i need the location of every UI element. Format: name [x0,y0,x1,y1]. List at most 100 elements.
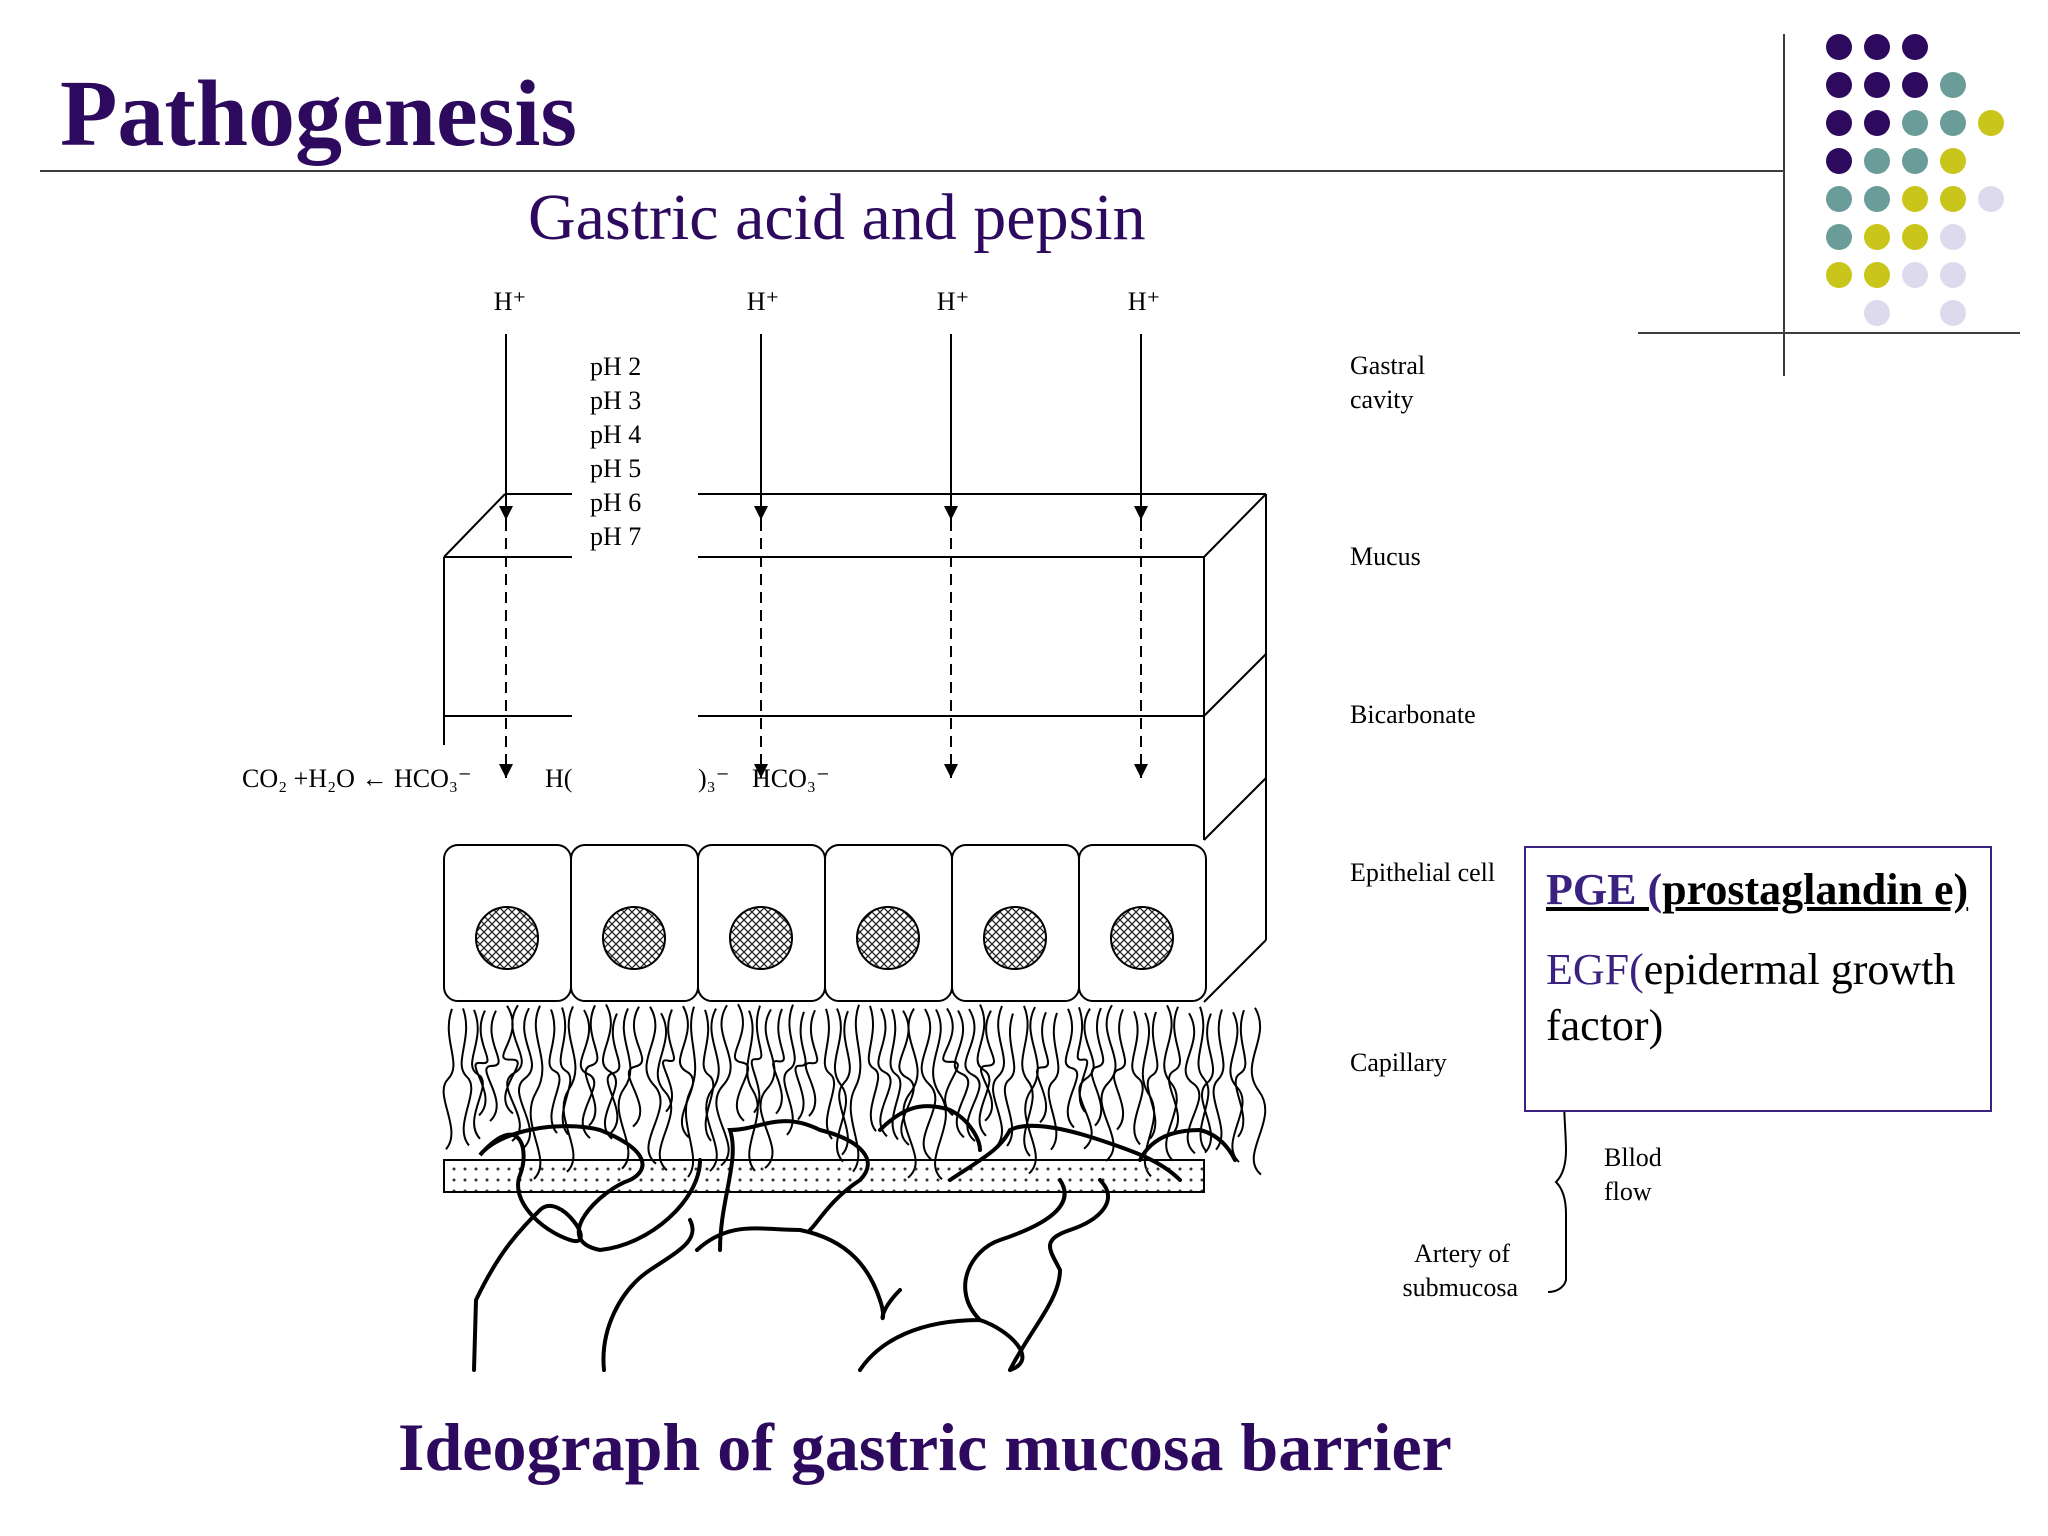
decorative-dot [1902,110,1928,136]
capillary-vessel [1234,1009,1247,1138]
decorative-dot [1902,224,1928,250]
capillary-vessel [902,1008,919,1179]
cell-nucleus [729,906,793,970]
decorative-dot [1940,224,1966,250]
capillary-vessel [750,1005,763,1114]
decorative-dot [1864,110,1890,136]
label-blood: Bllod [1604,1143,1662,1172]
decorative-dot [1902,186,1928,212]
capillary-vessel [849,1004,862,1173]
capillary-vessel [1146,1011,1159,1140]
capillary-vessel [964,1008,981,1142]
page-subtitle: Gastric acid and pepsin [528,181,1146,254]
decorative-dot [1978,186,2004,212]
capillary-vessel [442,1008,455,1150]
decorative-dot [1864,224,1890,250]
decorative-dot [1978,110,2004,136]
ph-level-label: pH 4 [590,420,641,449]
capillary-vessel [734,1003,749,1122]
decorative-dot [1826,34,1852,60]
bicarbonate-fragment: H( [545,764,572,793]
capillary-vessel [601,1003,617,1140]
decorative-dot [1940,186,1966,212]
capillary-vessel [877,1007,892,1138]
blood-flow-brace [1547,1089,1568,1293]
capillary-vessel [474,1010,489,1117]
capillary-vessel [529,1005,544,1180]
ph-level-label: pH 6 [590,488,641,517]
submucosa-band [443,1159,1205,1193]
capillary-vessel [867,1005,880,1132]
capillary-vessel [898,1010,915,1146]
decorative-dot [1902,148,1928,174]
cell-nucleus [983,906,1047,970]
capillary-vessel [679,1005,694,1139]
decorative-dot [1826,110,1852,136]
capillary-vessel [976,1004,991,1137]
capillary-vessel [1078,1008,1095,1150]
capillary-vessel [1200,1013,1214,1154]
decorative-dot [1826,224,1852,250]
capillary-vessel [980,1010,995,1122]
capillary-vessel [1250,1007,1267,1176]
capillary-vessel [772,1008,785,1115]
capillary-vessel [1131,1010,1144,1146]
capillary-vessel [1112,1008,1127,1131]
capillary-vessel [823,1008,836,1140]
decorative-dot [1902,72,1928,98]
decorative-dot [1940,262,1966,288]
capillary-vessel [932,1008,947,1181]
capillary-vessel [485,1010,500,1122]
capillary-vessel [1090,1007,1105,1127]
label-flow: flow [1604,1177,1652,1206]
capillary-vessel [579,1009,596,1139]
capillary-vessel [992,1005,1005,1148]
capillary-vessel [942,1007,959,1117]
capillary-vessel [562,1005,577,1173]
decorative-dot [1864,72,1890,98]
capillary-vessel [1003,1013,1016,1147]
decorative-dot [1902,262,1928,288]
h-plus-label-3: H⁺ [937,287,970,316]
layer-label-epithelial: Epithelial cell [1350,858,1495,887]
decorative-dot [1940,148,1966,174]
decorative-dot [1940,300,1966,326]
pge-text: prostaglandin e) [1662,865,1969,914]
capillary-vessel [1021,1005,1034,1157]
cell-nucleus [856,906,920,970]
page-title: Pathogenesis [60,62,577,166]
capillary-vessel [759,1008,776,1169]
decorative-dot [1902,34,1928,60]
capillary-vessel [548,1009,561,1134]
equation-gap-mask [572,740,698,800]
capillary-vessel [656,1012,673,1171]
label-submucosa: submucosa [1402,1273,1518,1302]
decorative-dot [1864,300,1890,326]
cell-nucleus [1110,906,1174,970]
capillary-vessel [662,1009,675,1113]
capillary-vessel [1100,1004,1117,1162]
capillary-vessel [684,1006,697,1178]
decorative-dot [1864,262,1890,288]
egf-factor: EGF(epidermal growth factor) [1546,942,1990,1054]
capillary-vessel [1024,1006,1039,1175]
decorative-dot [1826,262,1852,288]
bicarbonate-equation: CO₂ +H₂O ← HCO₃⁻ [242,764,472,793]
capillary-vessel [783,1004,796,1136]
capillary-vessel [1163,1004,1178,1162]
proton-arrows [499,334,1148,778]
pge-factor: PGE (prostaglandin e) [1546,862,1990,918]
layer-label-gastral: Gastral [1350,351,1425,380]
decorative-dot [1826,72,1852,98]
capillary-vessel [838,1010,851,1156]
h-plus-label-2: H⁺ [747,287,780,316]
ph-level-label: pH 5 [590,454,641,483]
decorative-dot [1940,110,1966,136]
capillary-vessel [746,1010,759,1172]
figure-caption: Ideograph of gastric mucosa barrier [398,1409,1452,1485]
capillary-vessel [705,1008,720,1172]
label-artery: Artery of [1414,1239,1510,1268]
capillary-vessel [804,1009,819,1117]
capillary-vessel [502,1005,519,1115]
